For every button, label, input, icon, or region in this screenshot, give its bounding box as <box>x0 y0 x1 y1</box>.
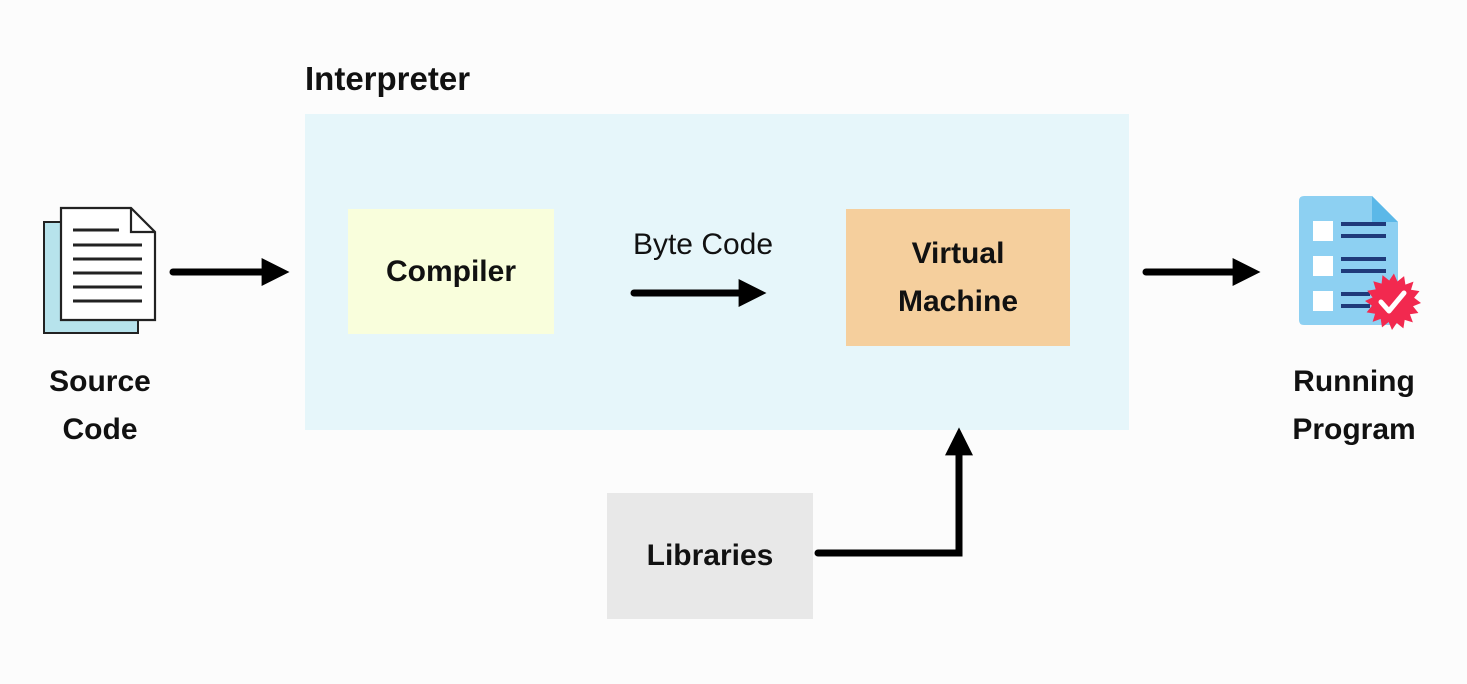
source-code-label-line1: Source <box>49 365 151 398</box>
checkmark-icon <box>1378 290 1407 314</box>
libraries-box: Libraries <box>607 493 813 619</box>
source-code-icon <box>43 206 157 334</box>
interpreter-title: Interpreter <box>305 60 471 97</box>
document-front-page <box>59 206 157 322</box>
source-code-label: Source Code <box>30 358 170 454</box>
byte-code-label: Byte Code <box>632 228 774 261</box>
running-program-icon <box>1299 196 1421 330</box>
compiler-label: Compiler <box>385 254 517 288</box>
running-program-label-line1: Running <box>1293 365 1415 398</box>
virtual-machine-box: Virtual Machine <box>846 209 1070 346</box>
document-text-lines <box>73 228 142 303</box>
libraries-label: Libraries <box>646 539 774 572</box>
virtual-machine-label-line1: Virtual <box>911 236 1005 270</box>
running-program-label: Running Program <box>1274 358 1434 454</box>
arrow-libraries-to-vm <box>814 427 973 557</box>
virtual-machine-label-line2: Machine <box>897 284 1019 318</box>
source-code-label-line2: Code <box>62 413 138 446</box>
checklist-items <box>1313 221 1386 311</box>
compiler-box: Compiler <box>348 209 554 334</box>
running-program-label-line2: Program <box>1292 413 1416 446</box>
verified-badge-icon <box>1365 273 1421 330</box>
